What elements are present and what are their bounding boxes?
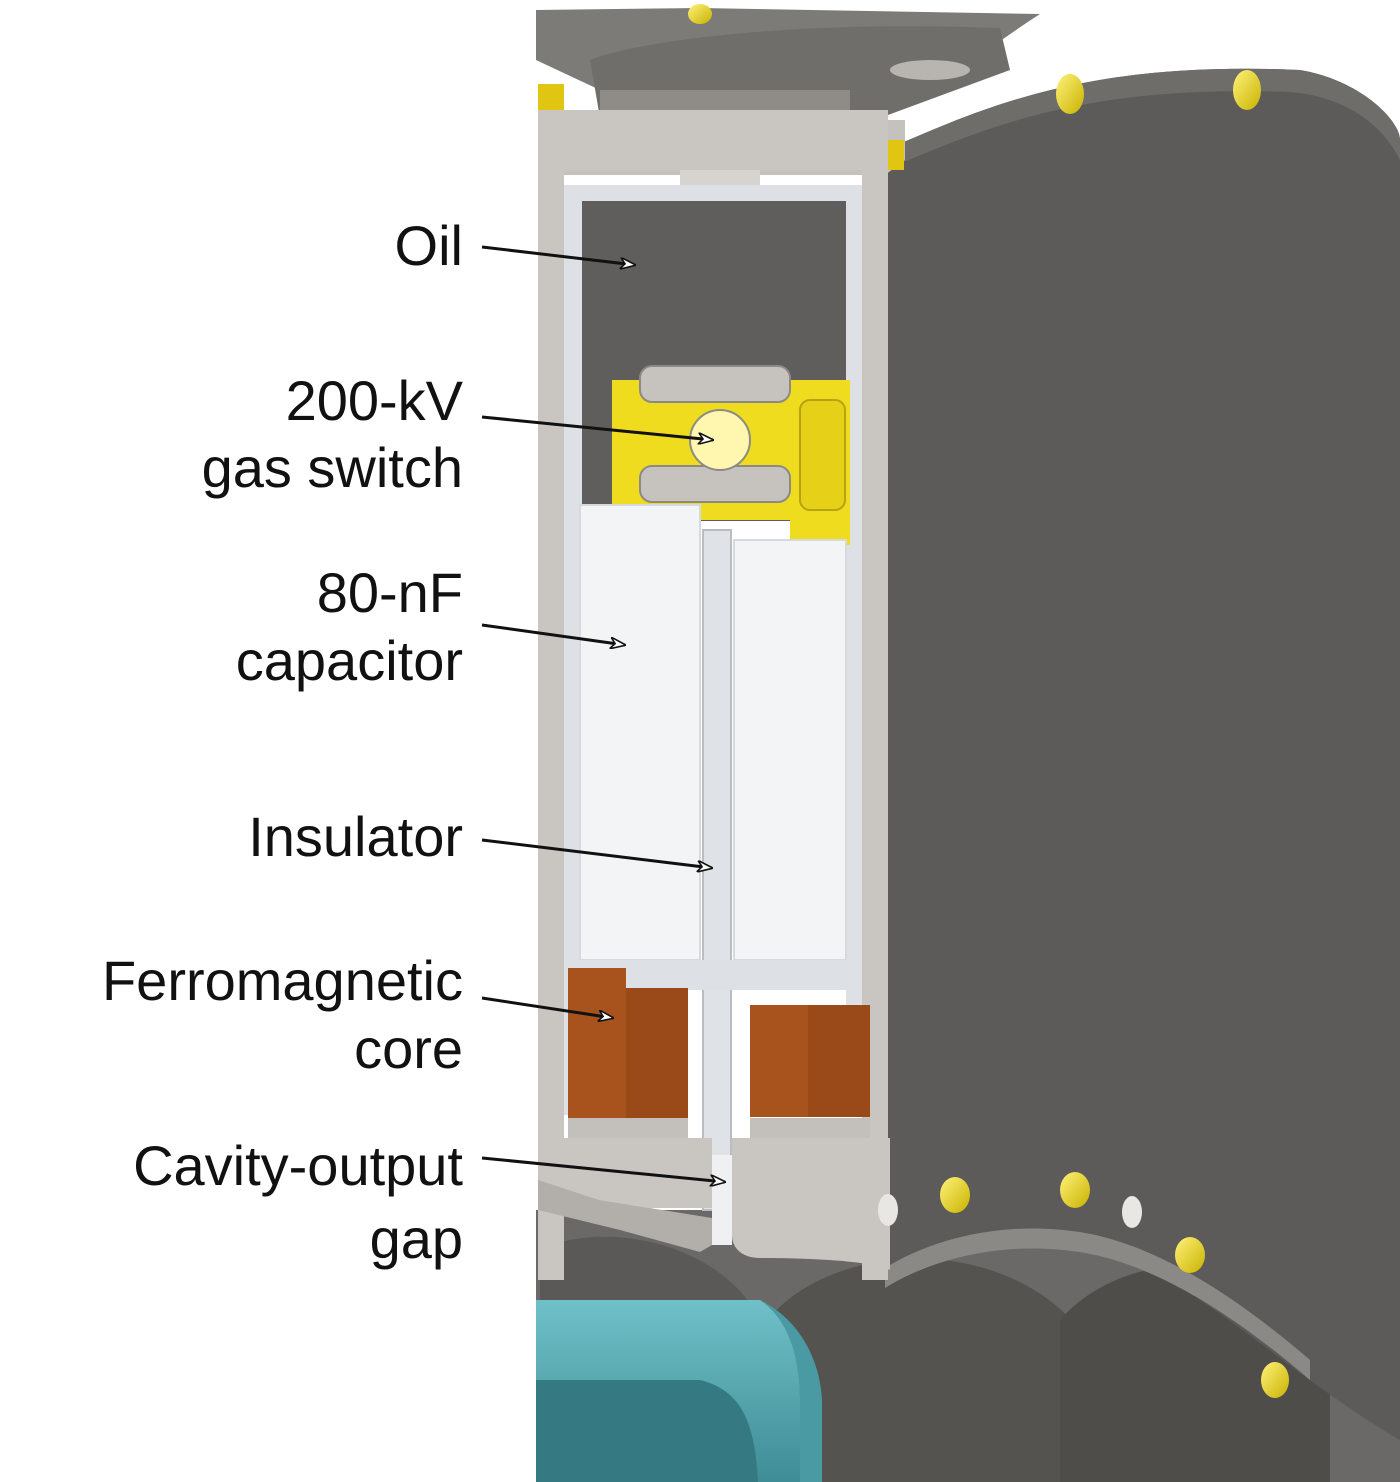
gas-switch-gap xyxy=(689,409,751,471)
core-right-base xyxy=(750,1118,870,1138)
gas-switch-flange xyxy=(799,399,846,511)
insulator-liner-top xyxy=(564,185,862,201)
gas-switch-lower-electrode xyxy=(639,465,791,503)
housing-top-wall xyxy=(538,110,888,170)
output-flange-left xyxy=(538,1180,712,1252)
bolt-icon xyxy=(1060,1172,1090,1208)
bolt-icon xyxy=(1233,70,1261,110)
gas-switch-upper-electrode xyxy=(639,365,791,403)
oil-volume xyxy=(582,201,846,381)
central-insulator xyxy=(702,529,732,1211)
arrow-insulator xyxy=(481,838,712,868)
labels: Oil 200-kV gas switch 80-nF capacitor In… xyxy=(102,214,464,1270)
label-oil: Oil xyxy=(395,214,463,277)
capacitor-stack xyxy=(579,504,847,1211)
bolt-hole-icon xyxy=(878,1194,898,1226)
label-ferromagnetic-core-line1: Ferromagnetic xyxy=(102,949,463,1012)
capacitor-right xyxy=(733,539,847,961)
arrow-oil xyxy=(481,245,635,265)
arrow-ferromagnetic-core xyxy=(481,996,613,1018)
label-gas-switch-line2: gas switch xyxy=(202,436,463,499)
insulator-liner-left xyxy=(564,185,582,1115)
arrow-cavity-output-gap xyxy=(481,1156,725,1182)
end-plate-bottom-edge xyxy=(885,1228,1310,1380)
bolts xyxy=(688,4,1289,1398)
end-plate-rim xyxy=(885,68,1400,170)
bolt-icon xyxy=(1261,1362,1289,1398)
label-cavity-output-gap-line2: gap xyxy=(370,1207,463,1270)
label-ferromagnetic-core-line2: core xyxy=(354,1017,463,1080)
lower-ring-arch-2 xyxy=(760,1258,1080,1482)
end-plate-face xyxy=(885,68,1400,1441)
bolt-icon xyxy=(1056,74,1084,114)
top-port-rim xyxy=(890,60,970,80)
leader-arrows xyxy=(481,245,725,1182)
core-left-a xyxy=(568,968,626,1118)
insulator-liner-right xyxy=(846,200,862,1115)
output-gap xyxy=(712,1155,732,1245)
label-gas-switch-line1: 200-kV xyxy=(286,369,464,432)
output-block-right xyxy=(732,1138,890,1270)
core-right-b xyxy=(808,1005,870,1117)
ferromagnetic-cores xyxy=(568,968,870,1138)
bolt-hole-icon xyxy=(1122,1196,1142,1228)
end-plate xyxy=(885,68,1400,1441)
label-capacitor-line1: 80-nF xyxy=(317,561,463,624)
bolt-icon xyxy=(688,4,712,24)
label-capacitor-line2: capacitor xyxy=(236,629,463,692)
capacitor-left xyxy=(579,504,701,961)
core-left-b xyxy=(626,988,688,1118)
teal-core-lip xyxy=(760,1300,822,1482)
bolt-icon xyxy=(940,1177,970,1213)
arrow-capacitor xyxy=(481,623,625,645)
bolt-icon xyxy=(1175,1237,1205,1273)
label-cavity-output-gap-line1: Cavity-output xyxy=(133,1134,463,1197)
housing-left-wall xyxy=(538,110,564,1280)
core-right-a xyxy=(750,1005,808,1117)
teal-core-inner xyxy=(536,1380,758,1482)
core-left-base xyxy=(568,1118,688,1138)
arrow-gas-switch xyxy=(481,415,713,440)
top-side-lug-left xyxy=(538,84,564,112)
label-insulator: Insulator xyxy=(248,805,463,868)
